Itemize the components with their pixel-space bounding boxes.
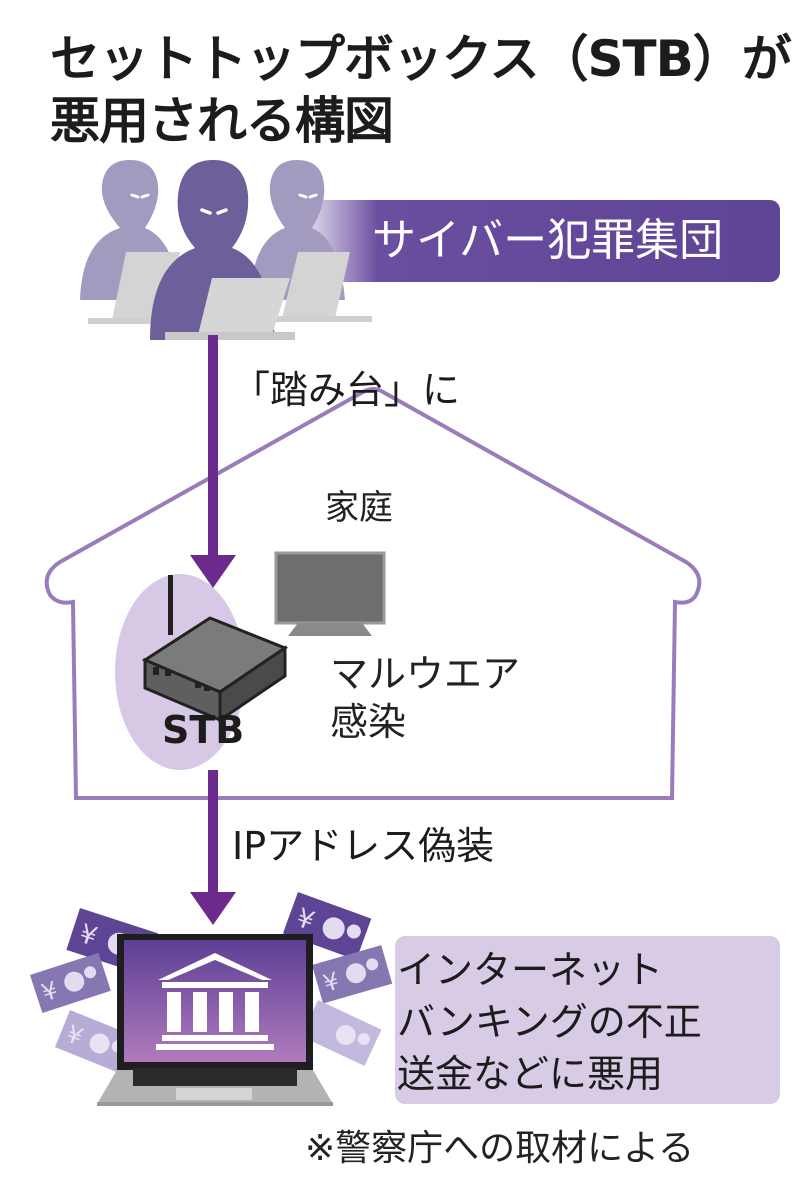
malware-line-2: 感染 [330, 700, 407, 744]
hackers-icon [80, 160, 372, 340]
outcome-text: インターネット バンキングの不正 送金などに悪用 [397, 944, 702, 1100]
criminal-group-label: サイバー犯罪集団 [372, 215, 724, 266]
arrow-to-stb [190, 335, 236, 588]
svg-text:¥: ¥ [320, 967, 342, 998]
title-line-1: セットトップボックス（STB）が [50, 30, 792, 88]
stb-label: STB [162, 708, 245, 752]
malware-infection-label: マルウエア 感染 [330, 650, 520, 746]
source-note: ※警察庁への取材による [305, 1128, 695, 1169]
monitor-icon [274, 551, 386, 636]
house-outline [44, 387, 702, 800]
criminal-group-banner [290, 200, 780, 282]
set-top-box-icon [141, 575, 289, 723]
diagram-title: セットトップボックス（STB）が 悪用される構図 [50, 28, 792, 152]
title-line-2: 悪用される構図 [50, 92, 394, 150]
home-label: 家庭 [325, 488, 393, 528]
outcome-line-3: 送金などに悪用 [397, 1052, 664, 1096]
outcome-line-2: バンキングの不正 [397, 1000, 702, 1044]
outcome-box [395, 936, 780, 1104]
malware-line-1: マルウエア [330, 652, 521, 696]
stepping-stone-label: 「踏み台」に [232, 368, 461, 412]
outcome-line-1: インターネット [397, 948, 664, 992]
arrow-to-bank [190, 770, 236, 925]
bank-icon [156, 953, 274, 1050]
ip-spoofing-label: IPアドレス偽装 [232, 824, 495, 868]
